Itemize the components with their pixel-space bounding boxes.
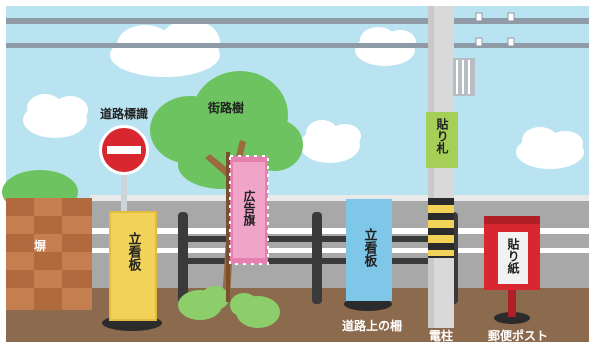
overhead-wire <box>6 18 589 24</box>
mailbox <box>484 216 540 324</box>
mail-poster-label: 貼り紙 <box>506 237 520 275</box>
road-band-white <box>90 248 589 253</box>
standing-sign-right <box>344 199 392 311</box>
bush <box>178 286 280 328</box>
road-fence-label: 道路上の柵 <box>342 318 402 333</box>
insulator <box>475 12 515 47</box>
standing-sign-left <box>102 211 162 331</box>
sky <box>6 6 589 206</box>
distant-fence-bar <box>90 195 589 201</box>
cloud-icon <box>516 127 584 169</box>
wall <box>6 198 92 310</box>
mailbox-label: 郵便ポスト <box>488 328 548 343</box>
ad-flag-label: 広告旗 <box>242 189 256 227</box>
road-band-white <box>90 228 589 234</box>
street-tree-label: 街路樹 <box>207 100 244 115</box>
street-tree <box>150 71 303 300</box>
overhead-wire <box>6 43 589 48</box>
cloud-icon <box>23 94 88 138</box>
standing-sign-right-label: 立看板 <box>362 227 378 268</box>
road-sign <box>99 125 149 235</box>
cloud-icon <box>300 120 361 163</box>
pole-tag-label: 貼り札 <box>435 117 449 155</box>
utility-pole <box>426 6 475 328</box>
wall-label: 塀 <box>34 238 46 253</box>
utility-pole-label: 電柱 <box>429 328 453 343</box>
standing-sign-left-label: 立看板 <box>126 231 142 272</box>
advertising-flag <box>226 152 269 302</box>
road-sign-label: 道路標識 <box>100 106 148 121</box>
